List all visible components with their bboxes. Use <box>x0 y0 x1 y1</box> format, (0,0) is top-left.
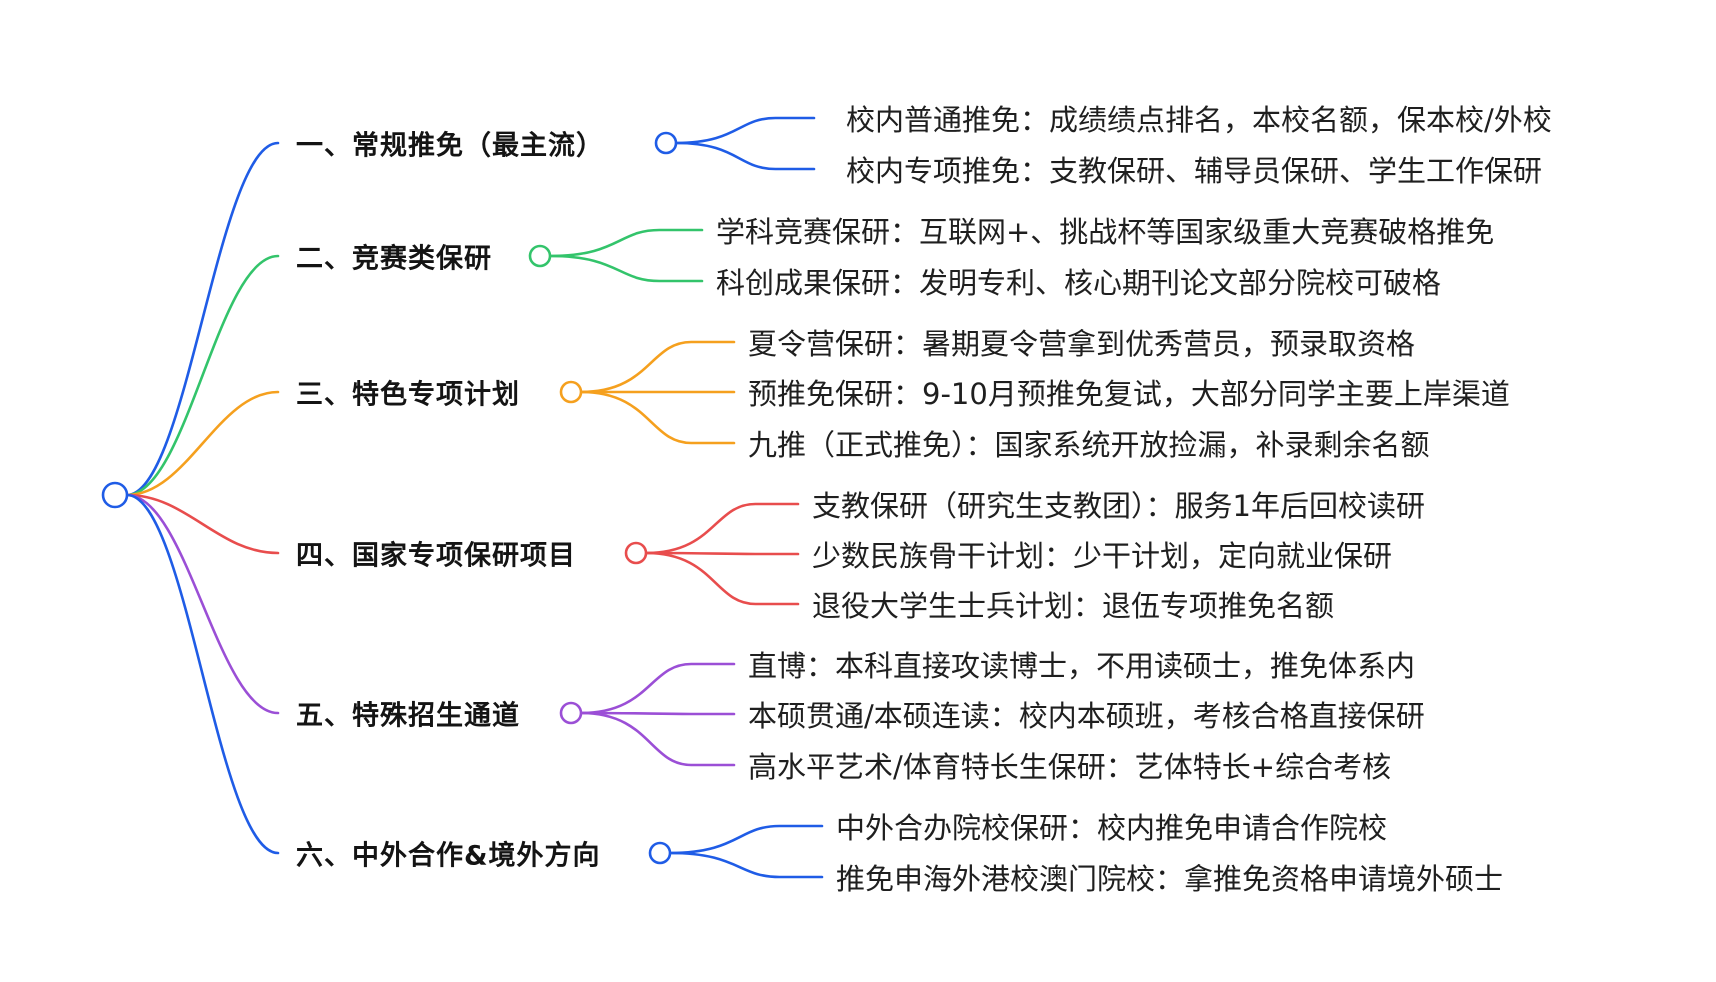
branch-node-3[interactable] <box>559 380 583 404</box>
leaf-label-4-1: 支教保研（研究生支教团）：服务1年后回校读研 <box>812 489 1425 523</box>
leaf-label-5-1: 直博：本科直接攻读博士，不用读硕士，推免体系内 <box>748 649 1416 683</box>
leaf-connector-3-3 <box>579 390 736 445</box>
leaf-label-2-2: 科创成果保研：发明专利、核心期刊论文部分院校可破格 <box>716 266 1442 300</box>
root-connector-6 <box>125 493 280 855</box>
root-connector-1 <box>125 141 280 497</box>
leaf-label-4-3: 退役大学生士兵计划：退伍专项推免名额 <box>812 589 1335 623</box>
leaf-connector-6-2 <box>668 851 824 879</box>
leaf-label-3-2: 预推免保研：9-10月预推免复试，大部分同学主要上岸渠道 <box>748 377 1510 411</box>
leaf-label-5-3: 高水平艺术/体育特长生保研：艺体特长+综合考核 <box>748 750 1392 784</box>
root-connector-5 <box>125 493 280 715</box>
leaf-label-3-3: 九推（正式推免）：国家系统开放捡漏，补录剩余名额 <box>748 428 1430 462</box>
branch-label-4: 四、国家专项保研项目 <box>296 540 576 572</box>
root-connector-4 <box>125 493 280 555</box>
leaf-label-5-2: 本硕贯通/本硕连读：校内本硕班，考核合格直接保研 <box>748 699 1425 733</box>
leaf-connector-2-1 <box>548 228 704 258</box>
branch-node-2[interactable] <box>528 244 552 268</box>
leaf-label-2-1: 学科竞赛保研：互联网+、挑战杯等国家级重大竞赛破格推免 <box>716 215 1495 249</box>
branch-label-6: 六、中外合作&境外方向 <box>296 840 601 872</box>
leaf-label-1-1: 校内普通推免：成绩绩点排名，本校名额，保本校/外校 <box>846 103 1552 137</box>
leaf-connector-1-1 <box>674 116 816 145</box>
root-connector-2 <box>125 254 280 497</box>
branch-node-4[interactable] <box>624 541 648 565</box>
leaf-connector-4-1 <box>644 502 800 555</box>
leaf-connector-3-1 <box>579 340 736 394</box>
branch-node-6[interactable] <box>648 841 672 865</box>
root-node[interactable] <box>101 481 129 509</box>
leaf-connector-5-2 <box>579 711 736 716</box>
branch-node-5[interactable] <box>559 701 583 725</box>
leaf-label-6-1: 中外合办院校保研：校内推免申请合作院校 <box>836 811 1388 845</box>
leaf-connector-6-1 <box>668 824 824 855</box>
branch-node-1[interactable] <box>654 131 678 155</box>
leaf-connector-2-2 <box>548 254 704 283</box>
branch-label-2: 二、竞赛类保研 <box>296 243 492 275</box>
leaf-label-6-2: 推免申海外港校澳门院校：拿推免资格申请境外硕士 <box>836 862 1504 896</box>
branch-label-1: 一、常规推免（最主流） <box>296 130 604 162</box>
leaf-connector-5-3 <box>579 711 736 767</box>
leaf-connector-4-3 <box>644 551 800 606</box>
leaf-connector-4-2 <box>644 551 800 556</box>
leaf-label-1-2: 校内专项推免：支教保研、辅导员保研、学生工作保研 <box>846 154 1543 188</box>
root-connector-3 <box>125 390 280 497</box>
leaf-label-4-2: 少数民族骨干计划：少干计划，定向就业保研 <box>812 539 1393 573</box>
leaf-connector-5-1 <box>579 662 736 715</box>
leaf-connector-1-2 <box>674 141 816 171</box>
branch-label-5: 五、特殊招生通道 <box>296 700 520 732</box>
leaf-label-3-1: 夏令营保研：暑期夏令营拿到优秀营员，预录取资格 <box>748 327 1416 361</box>
branch-label-3: 三、特色专项计划 <box>296 379 520 411</box>
